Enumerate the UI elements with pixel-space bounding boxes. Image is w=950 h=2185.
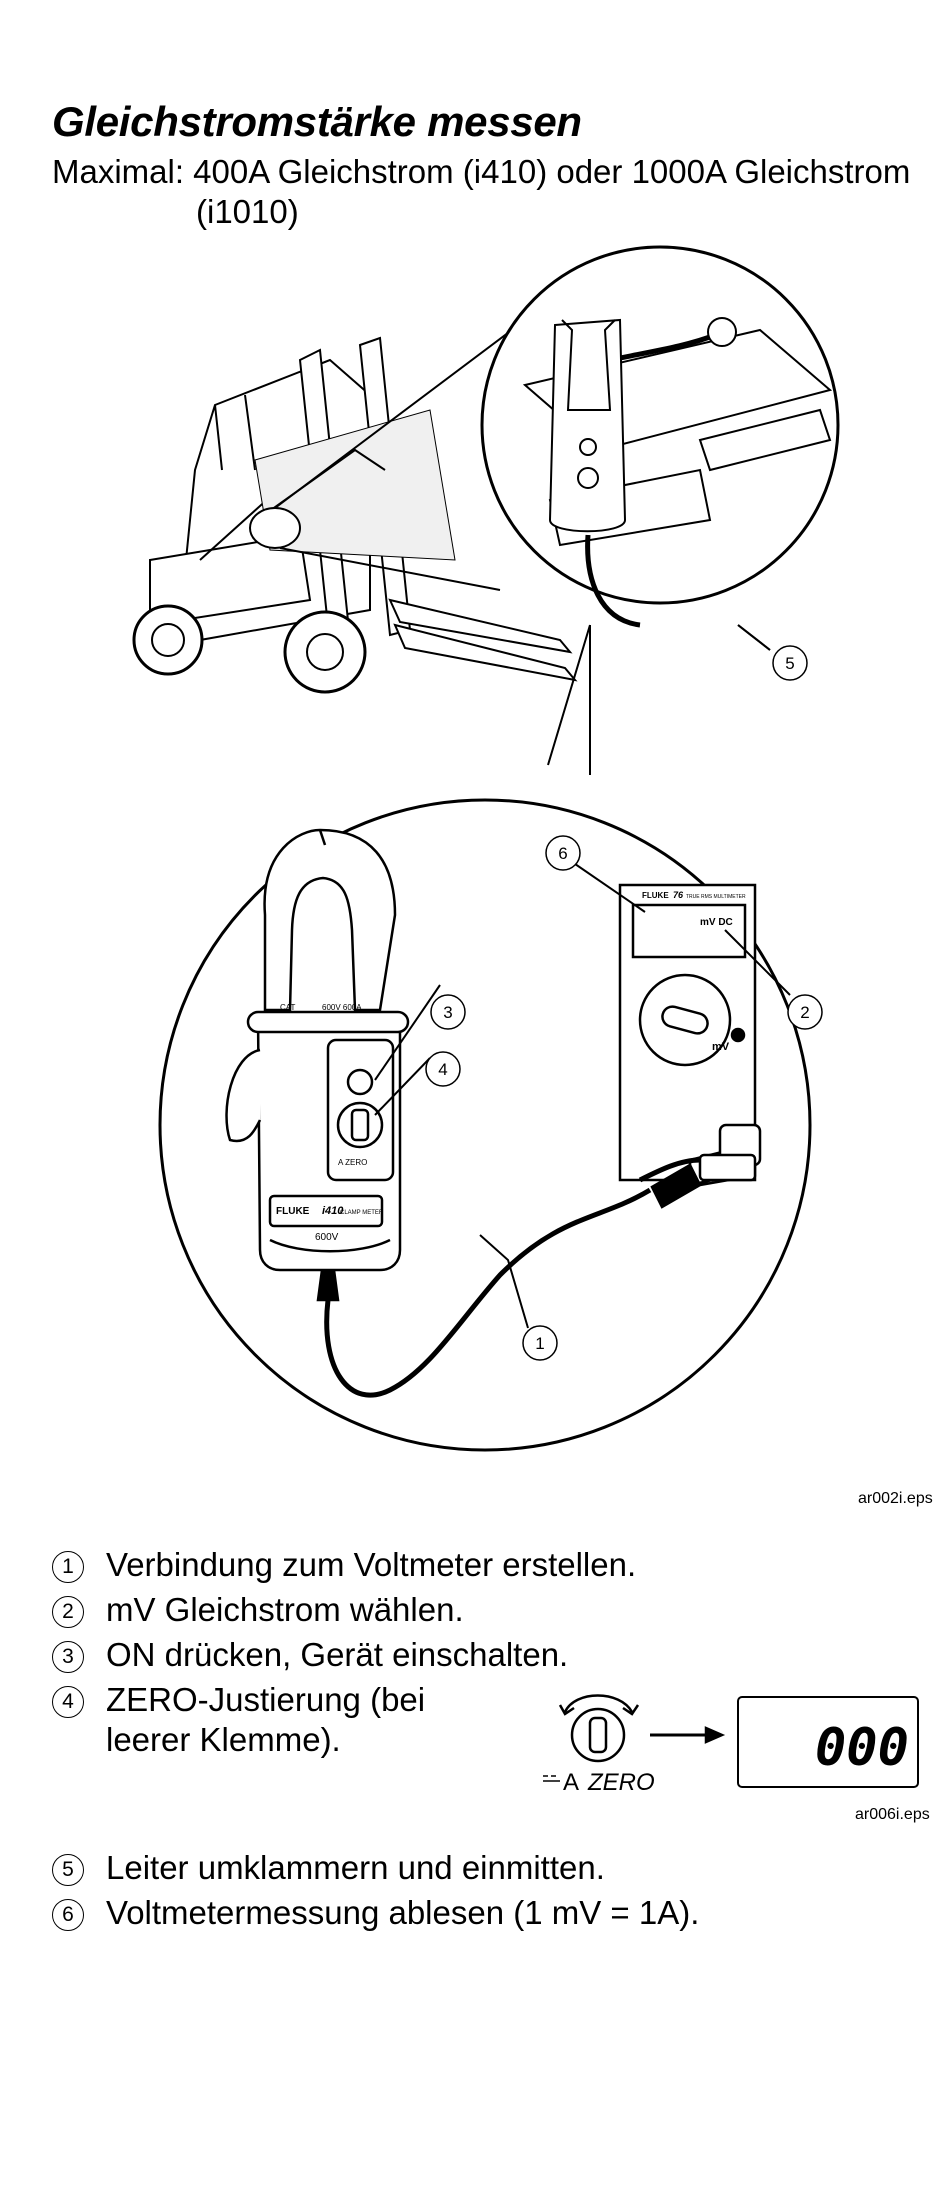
subtitle-line-2: (i1010) <box>196 193 299 230</box>
callout-1: 1 <box>522 1325 558 1361</box>
step-text: ZERO-Justierung (bei leerer Klemme). <box>106 1681 426 1758</box>
figure1-file-label: ar002i.eps <box>858 1490 933 1507</box>
lcd-value: 000 <box>815 1718 909 1778</box>
clamp-model-text: i410 <box>322 1205 344 1217</box>
step-number: 5 <box>52 1854 84 1886</box>
knob-zero-label: ZERO <box>587 1769 655 1796</box>
step-text: ON drücken, Gerät einschalten. <box>106 1636 569 1673</box>
svg-text:2: 2 <box>800 1003 809 1022</box>
step-1: 1 Verbindung zum Voltmeter erstellen. <box>52 1545 636 1585</box>
callout-3: 3 <box>430 994 466 1030</box>
clamp-zero-text: A ZERO <box>338 1158 367 1167</box>
rotate-arrow-icon <box>563 1694 634 1713</box>
step-number: 6 <box>52 1899 84 1931</box>
callout-2: 2 <box>787 994 823 1030</box>
step-number: 1 <box>52 1551 84 1583</box>
page-title: Gleichstromstärke messen <box>52 98 582 145</box>
svg-text:5: 5 <box>785 654 794 673</box>
callout-4: 4 <box>425 1051 461 1087</box>
forklift-drawing <box>132 336 578 694</box>
clamp-rating-text: 600V 600A <box>322 1003 362 1012</box>
meter-brand-text: FLUKE <box>642 891 669 900</box>
figure2-file-label: ar006i.eps <box>855 1806 930 1823</box>
step-number: 3 <box>52 1641 84 1673</box>
step-text: Voltmetermessung ablesen (1 mV = 1A). <box>106 1894 700 1931</box>
clamp-measurement-illustration: CAT 600V 600A A ZERO FLUKE i410 CLAMP ME… <box>132 245 840 1452</box>
meter-model-sub-text: TRUE RMS MULTIMETER <box>686 894 746 900</box>
step-number: 4 <box>52 1686 84 1718</box>
leader-3 <box>374 984 441 1081</box>
clamp-model-sub-text: CLAMP METER <box>340 1210 384 1216</box>
step-text: mV Gleichstrom wählen. <box>106 1591 464 1628</box>
zero-adjust-illustration: 000 A ZERO <box>543 1694 919 1796</box>
meter-range-text: mV <box>712 1041 730 1053</box>
meter-model-text: 76 <box>673 890 684 900</box>
meter-display-text: mV DC <box>700 917 733 928</box>
svg-text:6: 6 <box>558 844 567 863</box>
leader-5 <box>737 624 771 651</box>
clamp-meter-drawing <box>225 828 652 1398</box>
lcd-display <box>737 1696 919 1788</box>
step-text: Verbindung zum Voltmeter erstellen. <box>106 1546 637 1583</box>
svg-text:3: 3 <box>443 1003 452 1022</box>
callout-6: 6 <box>545 835 581 871</box>
leader-4 <box>374 1057 431 1116</box>
svg-text:4: 4 <box>438 1060 447 1079</box>
callout-5: 5 <box>772 645 808 681</box>
subtitle-line-1: Maximal: 400A Gleichstrom (i410) oder 10… <box>52 153 911 190</box>
step-5: 5 Leiter umklammern und einmitten. <box>52 1848 605 1888</box>
step-6: 6 Voltmetermessung ablesen (1 mV = 1A). <box>52 1893 699 1933</box>
svg-text:1: 1 <box>535 1334 544 1353</box>
leader-1 <box>479 1234 529 1329</box>
step-2: 2 mV Gleichstrom wählen. <box>52 1590 464 1630</box>
step-4: 4 ZERO-Justierung (bei leerer Klemme). <box>52 1680 486 1760</box>
clamp-brand-text: FLUKE <box>276 1206 310 1217</box>
step-text: Leiter umklammern und einmitten. <box>106 1849 605 1886</box>
clamp-voltage-text: 600V <box>315 1232 339 1243</box>
multimeter-drawing <box>618 883 762 1209</box>
leader-2 <box>724 929 791 996</box>
knob-unit-label: A <box>563 1769 579 1796</box>
step-3: 3 ON drücken, Gerät einschalten. <box>52 1635 568 1675</box>
page-subtitle: Maximal: 400A Gleichstrom (i410) oder 10… <box>52 152 942 232</box>
step-number: 2 <box>52 1596 84 1628</box>
zoom-battery-circle <box>480 245 840 651</box>
clamp-cat-text: CAT <box>280 1003 296 1012</box>
